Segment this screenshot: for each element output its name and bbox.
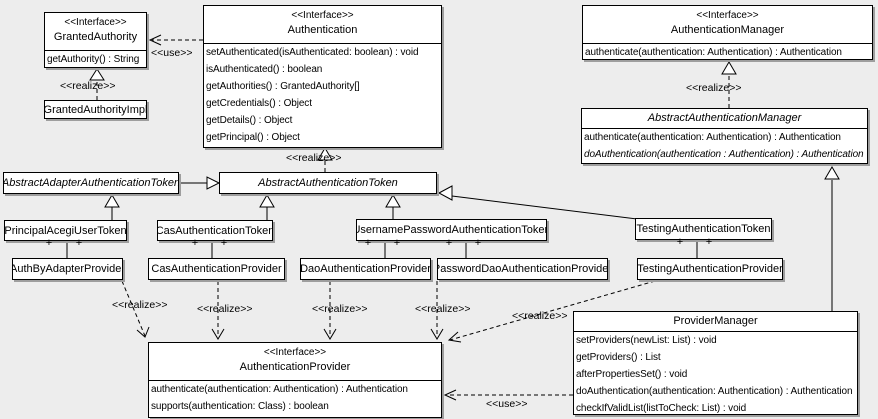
class-testing-authentication-token[interactable]: TestingAuthenticationToken [635, 218, 772, 240]
generalization-edge-principaltoken [104, 194, 120, 220]
class-name: PasswordDaoAuthenticationProvider [438, 263, 607, 275]
use-edge-authentication-grantedauthority [148, 34, 203, 46]
association-plus-label: + [393, 237, 401, 249]
generalization-edge-providermanager [824, 166, 840, 311]
method-row: authenticate(authentication: Authenticat… [151, 384, 408, 395]
stereotype-label: <<Interface>> [64, 17, 127, 28]
method-row: supports(authentication: Class) : boolea… [151, 401, 329, 412]
realize-stereotype-label: <<realize>> [197, 303, 253, 315]
method-row: checkIfValidList(listToCheck: List) : vo… [576, 403, 747, 414]
class-name: PrincipalAcegiUserToken [5, 224, 126, 237]
method-row: authenticate(authentication: Authenticat… [585, 47, 842, 58]
class-name: AuthByAdapterProvider [13, 263, 122, 275]
method-row: doAuthentication(authentication : Authen… [584, 149, 864, 160]
realize-stereotype-label: <<realize>> [415, 303, 471, 315]
class-principal-acegi-user-token[interactable]: PrincipalAcegiUserToken [4, 220, 127, 241]
class-password-dao-authentication-provider[interactable]: PasswordDaoAuthenticationProvider [437, 258, 608, 280]
association-plus-label: + [445, 237, 453, 249]
realize-stereotype-label: <<realize>> [686, 82, 742, 94]
stereotype-label: <<Interface>> [696, 10, 759, 21]
realize-stereotype-label: <<realize>> [112, 299, 168, 311]
class-name: Authentication [287, 24, 358, 36]
association-plus-label: + [45, 237, 53, 249]
class-abstract-authentication-token[interactable]: AbstractAuthenticationToken [219, 172, 437, 194]
class-abstract-adapter-authentication-token[interactable]: AbstractAdapterAuthenticationToken [3, 172, 179, 194]
method-compartment: authenticate(authentication: Authenticat… [583, 43, 872, 61]
method-row: afterPropertiesSet() : void [576, 369, 688, 380]
method-row: doAuthentication(authentication: Authent… [576, 386, 853, 397]
class-header: <<Interface>> AuthenticationManager [583, 6, 872, 43]
class-header: <<Interface>> AuthenticationProvider [149, 343, 441, 380]
realize-stereotype-label: <<realize>> [60, 80, 116, 92]
class-cas-authentication-provider[interactable]: CasAuthenticationProvider [148, 258, 285, 280]
method-row: getPrincipal() : Object [206, 132, 300, 143]
class-name: AbstractAuthenticationManager [647, 112, 802, 124]
class-auth-by-adapter-provider[interactable]: AuthByAdapterProvider [12, 258, 123, 280]
association-plus-label: + [705, 236, 713, 248]
class-testing-authentication-provider[interactable]: TestingAuthenticationProvider [637, 258, 783, 280]
class-name: GrantedAuthority [53, 31, 138, 43]
class-dao-authentication-provider[interactable]: DaoAuthenticationProvider [300, 258, 431, 280]
method-row: authenticate(authentication: Authenticat… [584, 132, 841, 143]
class-provider-manager[interactable]: ProviderManager setProviders(newList: Li… [573, 311, 858, 415]
method-row: getProviders() : List [576, 352, 661, 363]
class-name: DaoAuthenticationProvider [301, 263, 430, 275]
class-authentication-manager[interactable]: <<Interface>> AuthenticationManager auth… [582, 5, 873, 60]
realize-stereotype-label: <<realize>> [312, 303, 368, 315]
class-name: TestingAuthenticationProvider [638, 263, 782, 275]
class-granted-authority-impl[interactable]: GrantedAuthorityImpl [44, 100, 147, 119]
association-plus-label: + [75, 237, 83, 249]
class-abstract-authentication-manager[interactable]: AbstractAuthenticationManager authentica… [581, 108, 868, 164]
generalization-edge-usernametoken [385, 194, 401, 219]
method-row: setAuthenticated(isAuthenticated: boolea… [206, 47, 419, 58]
class-authentication[interactable]: <<Interface>> Authentication setAuthenti… [203, 5, 442, 148]
method-compartment: getAuthority() : String [45, 50, 146, 68]
realize-stereotype-label: <<realize>> [286, 152, 342, 164]
class-name: GrantedAuthorityImpl [45, 103, 146, 116]
method-row: isAuthenticated() : boolean [206, 64, 323, 75]
association-plus-label: + [676, 236, 684, 248]
generalization-edge-testingtoken [437, 185, 638, 220]
class-name: AbstractAdapterAuthenticationToken [4, 177, 178, 189]
method-row: getAuthorities() : GrantedAuthority[] [206, 81, 360, 92]
class-name: AuthenticationProvider [239, 361, 351, 373]
class-name: AuthenticationManager [670, 24, 785, 36]
class-name: ProviderManager [673, 315, 758, 327]
class-granted-authority[interactable]: <<Interface>> GrantedAuthority getAuthor… [44, 12, 147, 68]
class-username-password-authentication-token[interactable]: UsernamePasswordAuthenticationToken [356, 219, 547, 241]
class-name: UsernamePasswordAuthenticationToken [357, 224, 546, 236]
class-authentication-provider[interactable]: <<Interface>> AuthenticationProvider aut… [148, 342, 442, 418]
realize-stereotype-label: <<realize>> [512, 310, 568, 322]
class-header: <<Interface>> GrantedAuthority [45, 13, 146, 50]
class-name: CasAuthenticationToken [158, 224, 272, 237]
association-plus-label: + [220, 237, 228, 249]
method-row: getCredentials() : Object [206, 98, 312, 109]
stereotype-label: <<Interface>> [291, 10, 354, 21]
method-compartment: authenticate(authentication: Authenticat… [582, 128, 867, 163]
generalization-edge-adaptertoken [179, 176, 221, 190]
class-header: <<Interface>> Authentication [204, 6, 441, 43]
method-compartment: setProviders(newList: List) : void getPr… [574, 331, 857, 417]
method-compartment: authenticate(authentication: Authenticat… [149, 380, 441, 415]
method-row: setProviders(newList: List) : void [576, 335, 717, 346]
generalization-edge-castoken [259, 194, 275, 220]
method-row: getDetails() : Object [206, 115, 293, 126]
class-name: TestingAuthenticationToken [636, 223, 771, 235]
class-name: CasAuthenticationProvider [151, 263, 282, 275]
class-cas-authentication-token[interactable]: CasAuthenticationToken [157, 220, 273, 241]
method-compartment: setAuthenticated(isAuthenticated: boolea… [204, 43, 441, 146]
association-plus-label: + [474, 237, 482, 249]
method-row: getAuthority() : String [47, 54, 140, 65]
use-stereotype-label: <<use>> [486, 398, 528, 410]
stereotype-label: <<Interface>> [263, 347, 327, 358]
class-name: AbstractAuthenticationToken [258, 177, 398, 189]
use-stereotype-label: <<use>> [151, 47, 193, 59]
association-plus-label: + [191, 237, 199, 249]
association-edges [66, 240, 698, 258]
association-plus-label: + [364, 237, 372, 249]
